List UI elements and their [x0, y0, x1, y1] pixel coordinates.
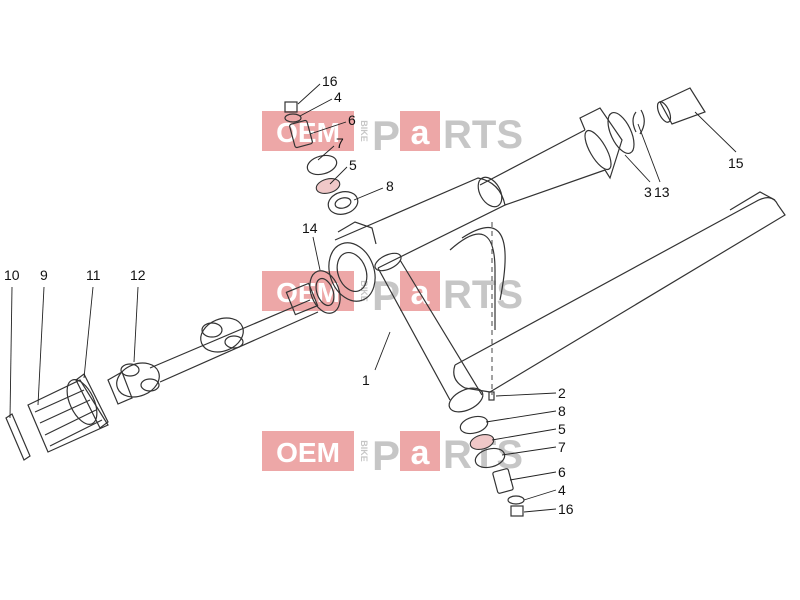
svg-text:BIKE: BIKE	[359, 120, 369, 142]
callout-5-upper: 5	[349, 157, 357, 173]
pin-6-upper	[289, 119, 313, 149]
bearing-8-upper	[327, 191, 359, 215]
callout-15: 15	[728, 155, 744, 171]
watermark-bottom: OEM BIKE P a RTS	[262, 431, 523, 479]
svg-text:BIKE: BIKE	[359, 440, 369, 462]
nut-4-lower	[507, 495, 525, 505]
svg-text:a: a	[411, 114, 431, 152]
leader-lines	[9, 83, 737, 513]
callout-6-lower: 6	[558, 464, 566, 480]
rubber-boot-9	[27, 379, 109, 453]
callout-8-upper: 8	[386, 178, 394, 194]
cap-16-lower	[510, 505, 524, 517]
callout-10: 10	[4, 267, 20, 283]
watermark-middle: OEM BIKE P a RTS	[262, 271, 523, 319]
clamp-11	[75, 373, 109, 429]
callout-12: 12	[130, 267, 146, 283]
callout-labels: 16 4 6 7 5 8 14 3 13 15 10 9 11 12 1 2 8…	[4, 73, 744, 517]
callout-4-lower: 4	[558, 482, 566, 498]
svg-text:BIKE: BIKE	[359, 280, 369, 302]
callout-4-upper: 4	[334, 89, 342, 105]
svg-text:OEM: OEM	[276, 117, 340, 148]
o-ring-3	[607, 112, 635, 154]
svg-text:OEM: OEM	[276, 437, 340, 468]
svg-text:P: P	[372, 112, 400, 159]
callout-1: 1	[362, 372, 370, 388]
pin-6-lower	[492, 468, 514, 494]
svg-text:RTS: RTS	[443, 273, 523, 317]
callout-16-lower: 16	[558, 501, 574, 517]
callout-11: 11	[86, 267, 101, 283]
callout-13: 13	[654, 184, 670, 200]
watermark-top: OEM BIKE P a RTS	[262, 111, 523, 159]
cap-16-upper	[284, 101, 298, 113]
svg-text:P: P	[372, 272, 400, 319]
callout-2: 2	[558, 385, 566, 401]
callout-16-upper: 16	[322, 73, 338, 89]
svg-text:OEM: OEM	[276, 277, 340, 308]
callout-3: 3	[644, 184, 652, 200]
circlip-13	[632, 109, 645, 135]
nut-4-upper	[284, 113, 302, 123]
callout-9: 9	[40, 267, 48, 283]
callout-6-upper: 6	[348, 112, 356, 128]
bearing-14	[309, 270, 341, 314]
pin-2	[488, 391, 495, 401]
svg-text:RTS: RTS	[443, 113, 523, 157]
svg-text:a: a	[411, 434, 431, 472]
clamp-10	[5, 413, 31, 461]
callout-5-lower: 5	[558, 421, 566, 437]
drive-shaft	[107, 282, 319, 405]
callout-7-lower: 7	[558, 439, 566, 455]
seal-7-lower	[474, 447, 506, 469]
svg-text:P: P	[372, 432, 400, 479]
swingarm-body	[328, 107, 786, 413]
seal-7-upper	[306, 154, 338, 176]
bushing-15	[656, 87, 706, 125]
callout-7-upper: 7	[336, 135, 344, 151]
ring-5-upper	[315, 178, 341, 194]
ring-5-lower	[469, 434, 495, 450]
callout-8-lower: 8	[558, 403, 566, 419]
upper-pivot-stack	[284, 101, 359, 215]
callout-14: 14	[302, 220, 318, 236]
